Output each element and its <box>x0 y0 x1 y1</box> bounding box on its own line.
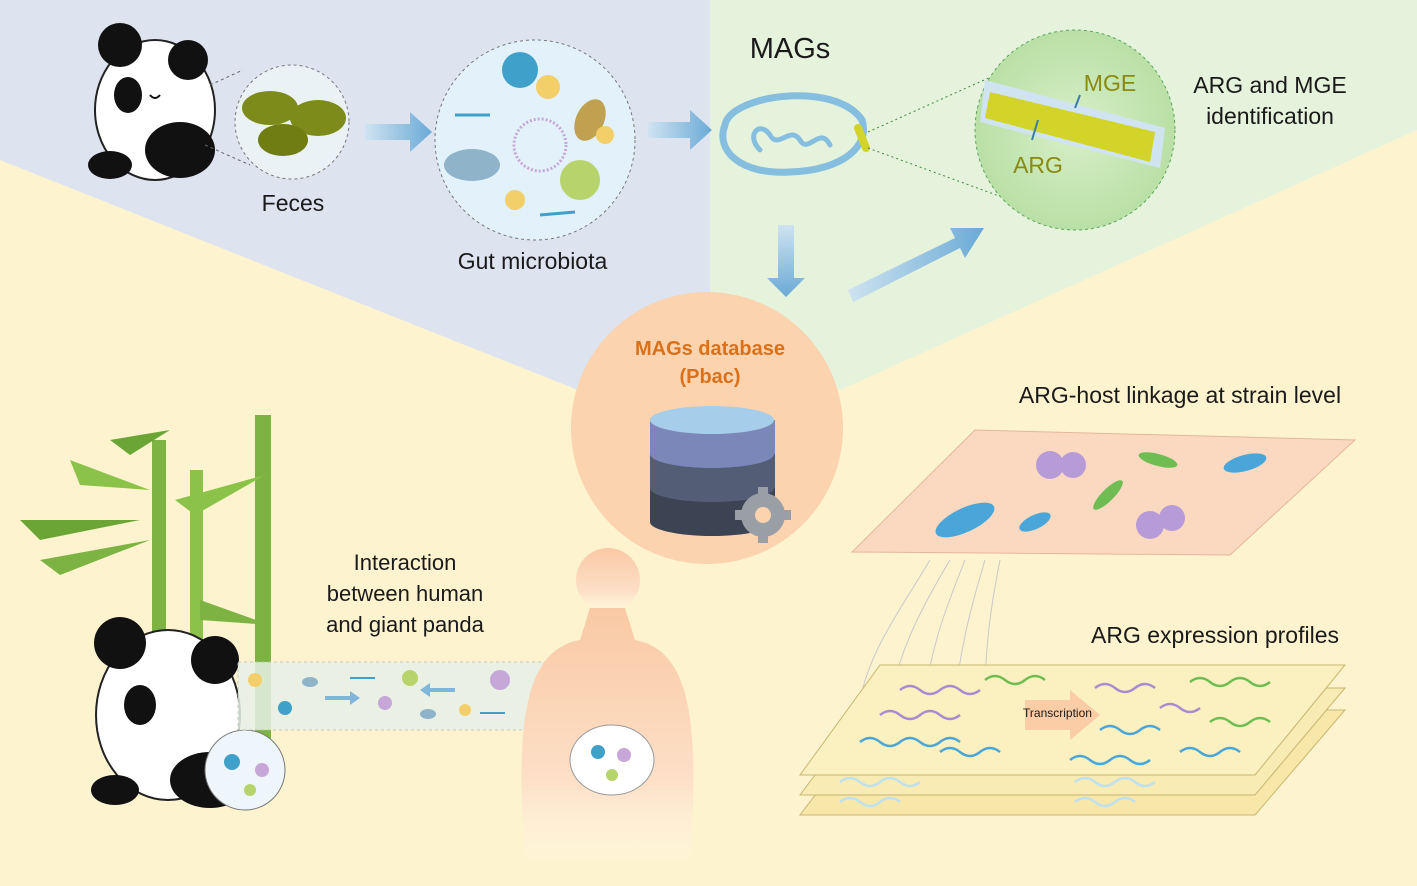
arg-label: ARG <box>1013 152 1063 178</box>
dna-loop-icon <box>719 92 870 176</box>
arrow-feces-to-microbiota <box>365 112 432 152</box>
panda-icon <box>88 23 216 181</box>
mge-label: MGE <box>1083 70 1137 96</box>
arg-host-linkage-label: ARG-host linkage at strain level <box>1018 382 1342 408</box>
gear-icon <box>735 487 791 543</box>
feces-icon <box>204 64 350 180</box>
arrow-database-to-identification <box>848 228 984 302</box>
identification-label-line1: ARG and MGE <box>1193 72 1347 98</box>
microbe-icon <box>434 39 636 241</box>
bacteria-plane <box>850 429 1357 556</box>
arrow-microbiota-to-mags <box>648 110 712 150</box>
arg-expression-label: ARG expression profiles <box>1091 622 1339 648</box>
microbe-icon <box>248 670 510 719</box>
interaction-band <box>237 661 569 731</box>
zoom-line-bottom <box>867 147 1011 201</box>
arrow-left-icon <box>420 683 455 697</box>
database-title-line2: (Pbac) <box>679 366 741 388</box>
human-silhouette-icon <box>521 548 694 860</box>
magnified-gene-icon <box>974 29 1176 231</box>
transcription-label: Transcription <box>1023 706 1092 720</box>
database-icon <box>650 406 775 536</box>
interaction-label-line2: between human <box>326 581 484 606</box>
interaction-label-line1: Interaction <box>353 550 457 575</box>
database-title-line1: MAGs database <box>634 338 786 360</box>
arrow-right-icon <box>325 691 360 705</box>
interaction-label-line3: and giant panda <box>326 612 484 637</box>
identification-label-line2: identification <box>1206 103 1334 129</box>
feces-label: Feces <box>261 190 325 216</box>
expression-planes <box>798 664 1347 816</box>
gut-microbiota-label: Gut microbiota <box>457 248 608 274</box>
arrow-mags-to-database <box>767 225 805 297</box>
dna-strand-icon <box>839 674 1271 808</box>
mags-label: MAGs <box>749 33 831 65</box>
panda-icon <box>91 617 286 811</box>
